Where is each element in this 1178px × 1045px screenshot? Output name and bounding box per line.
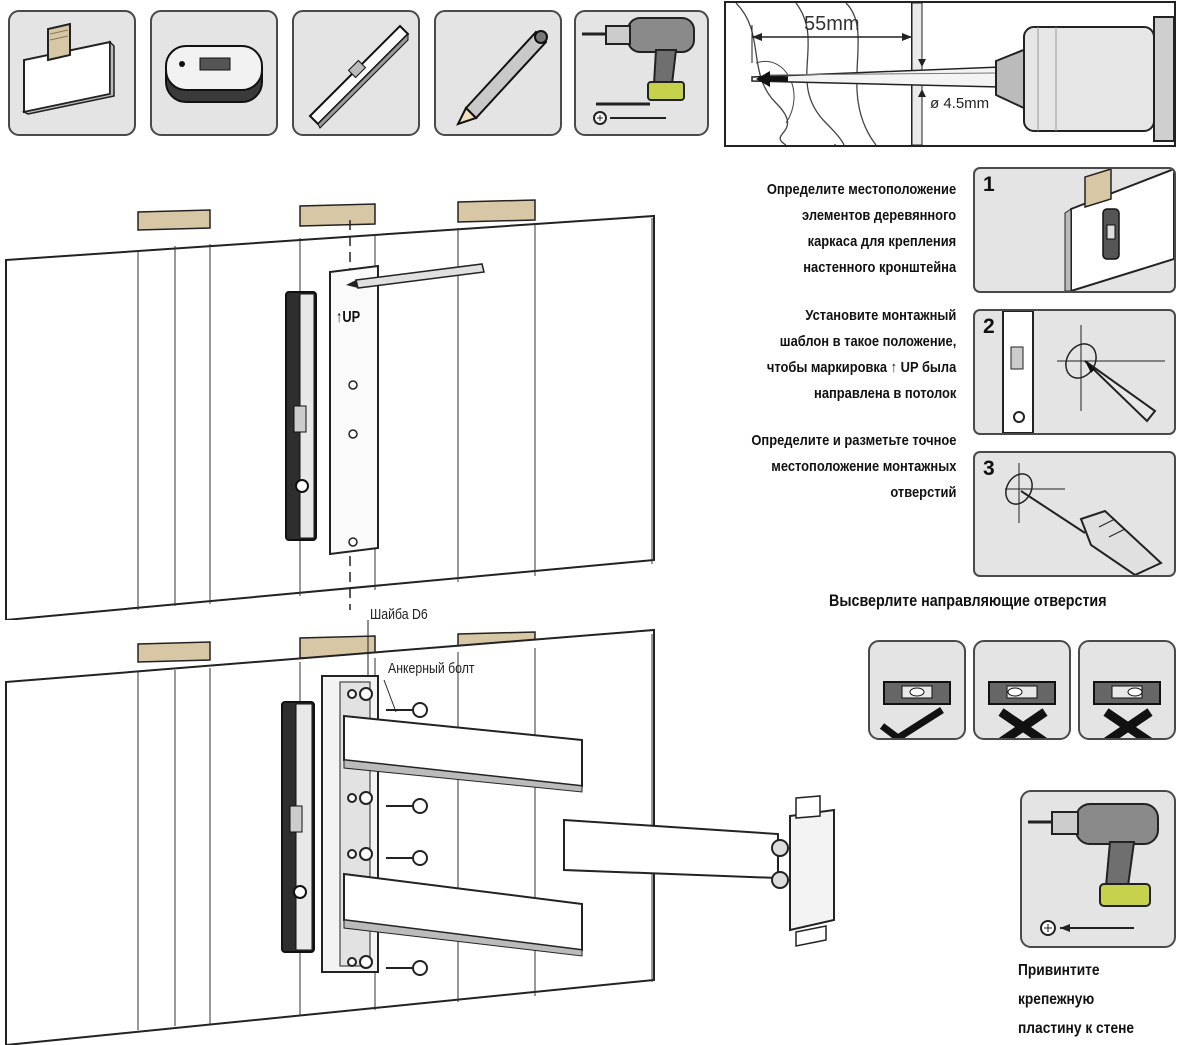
step-3-caption-line: отверстий <box>889 484 956 501</box>
step-2-number: 2 <box>983 315 995 338</box>
pencil-icon <box>456 30 548 126</box>
step-2-caption-line: направлена в потолок <box>813 385 956 402</box>
step-3-caption: Определите и разметьте точное местополож… <box>751 428 956 506</box>
step-1-panel: 1 <box>973 167 1176 293</box>
drill-depth-label: 55mm <box>804 13 860 35</box>
wall-template-illustration <box>5 199 655 620</box>
step-2-caption-line: Установите монтажный <box>805 307 956 324</box>
step-1-caption-line: элементов деревянного <box>801 207 956 224</box>
final-caption-line: Привинтите <box>1018 962 1100 979</box>
step-3-panel: 3 <box>973 451 1176 577</box>
drill-and-screwdriver-icon <box>582 17 695 125</box>
step-2-caption: Установите монтажный шаблон в такое поло… <box>767 303 956 407</box>
step-3-caption-line: Определите и разметьте точное <box>750 432 956 449</box>
stud-location-illustration <box>1064 169 1174 291</box>
template-up-mark: ↑UP <box>336 309 361 326</box>
tool-tile-stud-finder <box>150 10 278 136</box>
cross-icon <box>1103 708 1153 738</box>
step-1-caption: Определите местоположение элементов дере… <box>767 177 956 281</box>
level-bubble-centered-icon <box>883 681 951 705</box>
cross-icon <box>998 708 1048 738</box>
level-bubble-off-center-icon <box>1093 681 1161 705</box>
tool-tile-drywall-stud <box>8 10 136 136</box>
anchor-bolt-label: Анкерный болт <box>388 660 475 677</box>
level-wrong-tile-2 <box>1078 640 1176 740</box>
step-1-caption-line: настенного кронштейна <box>803 259 956 276</box>
tool-tile-pencil <box>434 10 562 136</box>
level-bubble-off-center-icon <box>988 681 1056 705</box>
step-1-number: 1 <box>983 173 995 196</box>
step-2-caption-line: чтобы маркировка ↑ UP была <box>766 359 956 376</box>
stud-finder-icon <box>165 45 263 103</box>
step-2-panel: 2 <box>973 309 1176 435</box>
tool-tile-drill <box>574 10 709 136</box>
drywall-stud-icon <box>21 22 115 115</box>
step-3-caption-line: местоположение монтажных <box>770 458 956 475</box>
tool-tile-level <box>292 10 420 136</box>
level-wrong-tile-1 <box>973 640 1071 740</box>
spirit-level-icon <box>308 24 410 129</box>
drill-hole-illustration <box>1005 463 1163 575</box>
final-caption-line: пластину к стене <box>1018 1020 1135 1037</box>
screw-plate-tile <box>1020 790 1176 948</box>
step-1-caption-line: каркаса для крепления <box>807 233 956 250</box>
drill-screw-icon <box>1028 803 1159 936</box>
final-caption-line: крепежную <box>1018 991 1095 1008</box>
step-3-number: 3 <box>983 457 995 480</box>
step-1-caption-line: Определите местоположение <box>766 181 956 198</box>
step-2-caption-line: шаблон в такое положение, <box>779 333 956 350</box>
drill-diameter-label: ø 4.5mm <box>928 95 992 112</box>
level-correct-tile <box>868 640 966 740</box>
drill-depth-detail: 55mm ø 4.5mm <box>724 1 1176 147</box>
washer-label: Шайба D6 <box>370 606 428 623</box>
final-caption: Привинтите крепежную пластину к стене <box>1018 956 1134 1043</box>
wall-bracket-illustration <box>5 620 835 1045</box>
drill-depth-illustration <box>735 3 1174 145</box>
drill-pilot-holes-caption: Высверлите направляющие отверстия <box>829 591 1107 610</box>
checkmark-icon <box>879 707 944 738</box>
mark-position-illustration <box>1002 311 1165 433</box>
